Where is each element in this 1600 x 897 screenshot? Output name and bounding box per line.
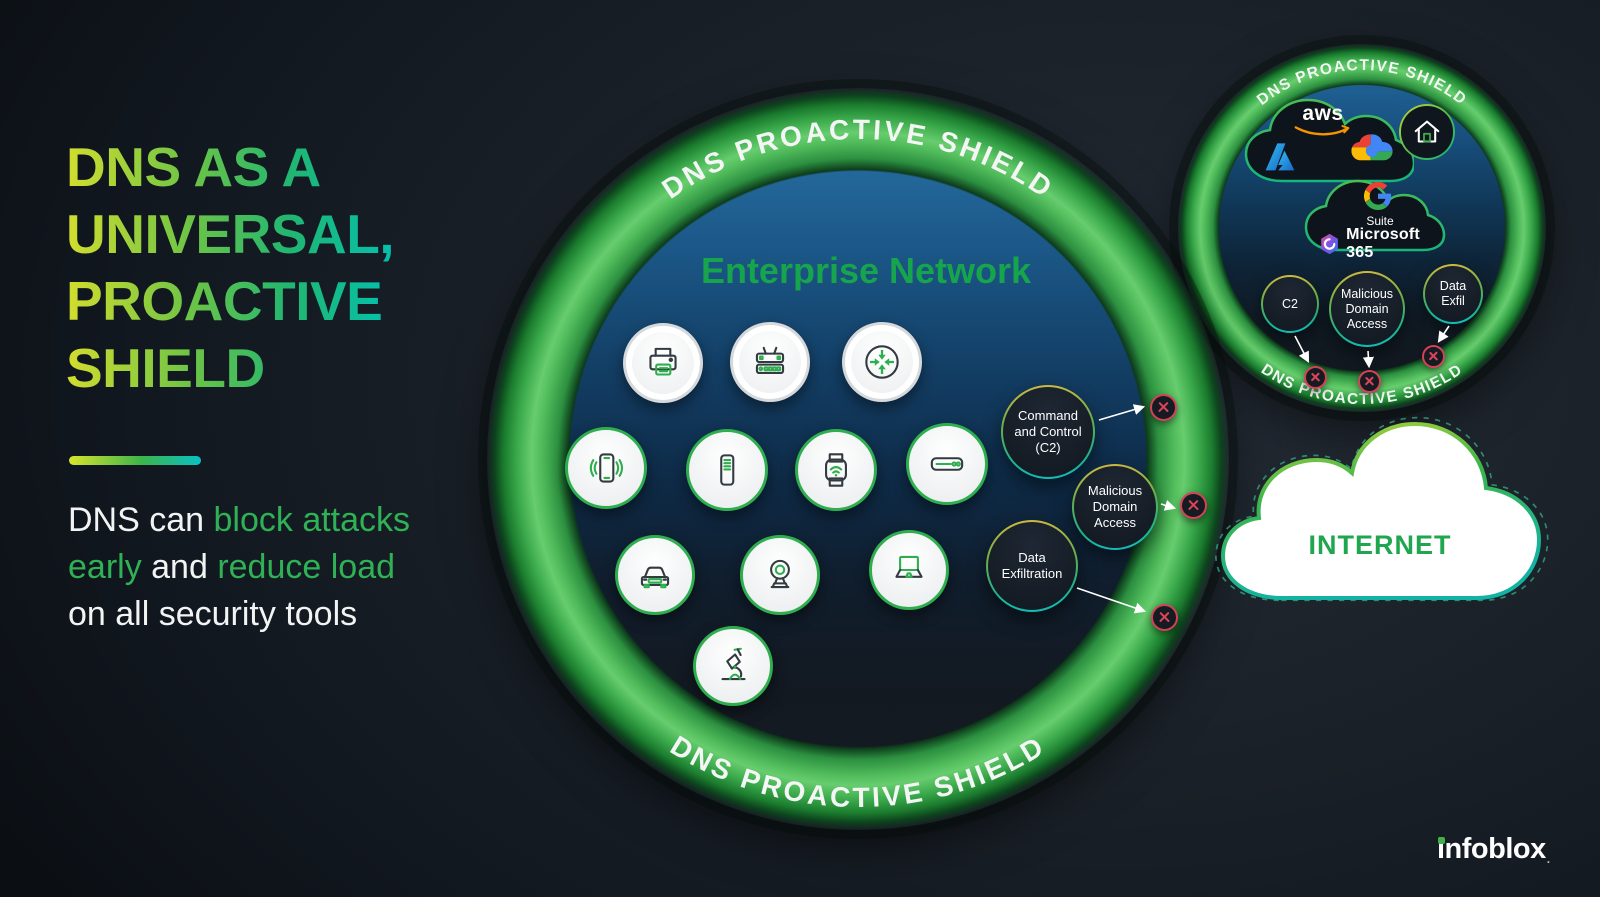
subtitle-line: DNS can block attacks: [68, 501, 411, 539]
device-iot-microscope: [693, 626, 773, 706]
threat-node-command-and-control: Command and Control (C2): [1001, 385, 1095, 479]
page-title: DNS AS A UNIVERSAL, PROACTIVE SHIELD: [66, 134, 395, 402]
home-network-node: [1399, 104, 1455, 160]
title-line: PROACTIVE: [66, 268, 394, 335]
gradient-divider: [69, 456, 201, 465]
microsoft-365-icon: [1321, 233, 1338, 255]
smartwatch-icon: [825, 453, 847, 487]
aws-logo: aws: [1294, 102, 1352, 138]
cloud-saas: Suite Microsoft 365: [1300, 171, 1448, 261]
subtitle-line: on all security tools: [68, 595, 358, 633]
infoblox-logo: infoblox.: [1437, 833, 1550, 866]
network-switch-icon: [865, 345, 899, 379]
threat-node-malicious-domain-cloud: Malicious Domain Access: [1329, 271, 1405, 347]
laptop-icon: [895, 555, 923, 578]
threat-node-data-exfiltration: Data Exfiltration: [986, 520, 1078, 612]
internet-cloud-shape: [1220, 421, 1542, 600]
title-line: DNS AS A: [66, 134, 394, 201]
infoblox-green-dot-icon: [1438, 837, 1445, 844]
device-connected-car: [615, 535, 695, 615]
blocked-icon: [1422, 345, 1445, 368]
smartphone-icon: [589, 453, 624, 483]
microsoft-365-label: Microsoft 365: [1346, 226, 1420, 261]
cloud-providers: aws: [1238, 88, 1414, 188]
aws-label: aws: [1302, 102, 1344, 125]
gsuite-label: Suite: [1366, 214, 1394, 228]
webcam-icon: [770, 559, 790, 589]
enterprise-network-title: Enterprise Network: [700, 250, 1032, 291]
threat-node-malicious-domain: Malicious Domain Access: [1072, 464, 1158, 550]
device-smartphone: [565, 427, 647, 509]
device-server: [686, 429, 768, 511]
azure-icon: [1265, 143, 1295, 171]
wireless-router-icon: [755, 346, 785, 375]
connected-car-icon: [640, 566, 670, 589]
infoblox-logo-text: infoblox: [1437, 833, 1546, 865]
device-smartwatch: [795, 429, 877, 511]
printer-icon: [649, 347, 677, 376]
home-icon: [1414, 120, 1440, 143]
blocked-icon: [1151, 604, 1178, 631]
aws-smile-icon: [1294, 125, 1350, 136]
device-printer: [623, 323, 703, 403]
server-icon: [720, 454, 735, 486]
subtitle-line: early and reduce load: [68, 548, 396, 586]
subtitle: DNS can block attacks early and reduce l…: [68, 497, 410, 638]
device-modem: [906, 423, 988, 505]
title-line: SHIELD: [66, 335, 394, 402]
device-laptop: [869, 530, 949, 610]
microscope-icon: [721, 647, 746, 681]
device-wireless-router: [730, 322, 810, 402]
device-webcam: [740, 535, 820, 615]
blocked-icon: [1180, 492, 1207, 519]
google-cloud-icon: [1351, 134, 1393, 161]
internet-label: INTERNET: [1308, 530, 1452, 560]
threat-node-c2-cloud: C2: [1261, 275, 1319, 333]
internet-cloud: INTERNET: [1205, 412, 1555, 622]
blocked-icon: [1304, 366, 1327, 389]
internet-cloud-dashed-outline: [1215, 416, 1549, 602]
infoblox-logo-mark: .: [1546, 852, 1550, 866]
modem-icon: [930, 457, 964, 471]
google-g-icon: [1364, 182, 1392, 210]
title-line: UNIVERSAL,: [66, 201, 395, 268]
blocked-icon: [1358, 370, 1381, 393]
threat-node-data-exfil-cloud: Data Exfil: [1423, 264, 1483, 324]
blocked-icon: [1150, 394, 1177, 421]
device-network-switch: [842, 322, 922, 402]
